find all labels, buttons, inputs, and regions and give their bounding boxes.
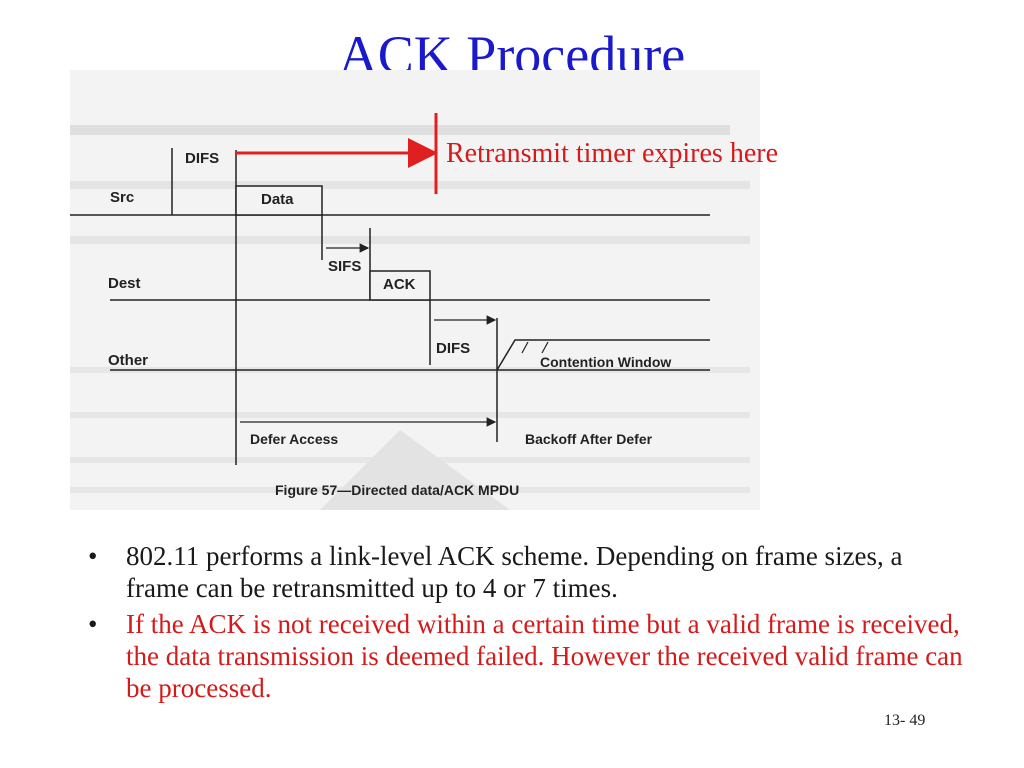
sifs-label: SIFS (328, 258, 361, 275)
data-frame (235, 185, 323, 216)
ack-frame (369, 270, 431, 301)
data-frame-label: Data (261, 191, 294, 208)
ack-frame-label: ACK (383, 276, 416, 293)
difs-top-label: DIFS (185, 150, 219, 167)
bullet-item: 802.11 performs a link-level ACK scheme.… (86, 540, 966, 604)
backoff-after-defer-label: Backoff After Defer (525, 431, 653, 447)
dest-label: Dest (108, 275, 141, 292)
slide-number: 13- 49 (884, 712, 926, 729)
other-label: Other (108, 352, 148, 369)
timing-diagram: Src DIFS Data SIFS Dest ACK DIFS Other C… (70, 70, 760, 510)
figure-caption: Figure 57—Directed data/ACK MPDU (275, 482, 519, 498)
difs-bottom-label: DIFS (436, 340, 470, 357)
defer-access-label: Defer Access (250, 431, 338, 447)
ack-timing-figure: Src DIFS Data SIFS Dest ACK DIFS Other C… (70, 70, 760, 510)
contention-window-label: Contention Window (540, 354, 671, 370)
bullet-list: 802.11 performs a link-level ACK scheme.… (86, 540, 966, 708)
retransmit-callout: Retransmit timer expires here (446, 138, 778, 169)
src-label: Src (110, 189, 134, 206)
bullet-item: If the ACK is not received within a cert… (86, 608, 966, 704)
